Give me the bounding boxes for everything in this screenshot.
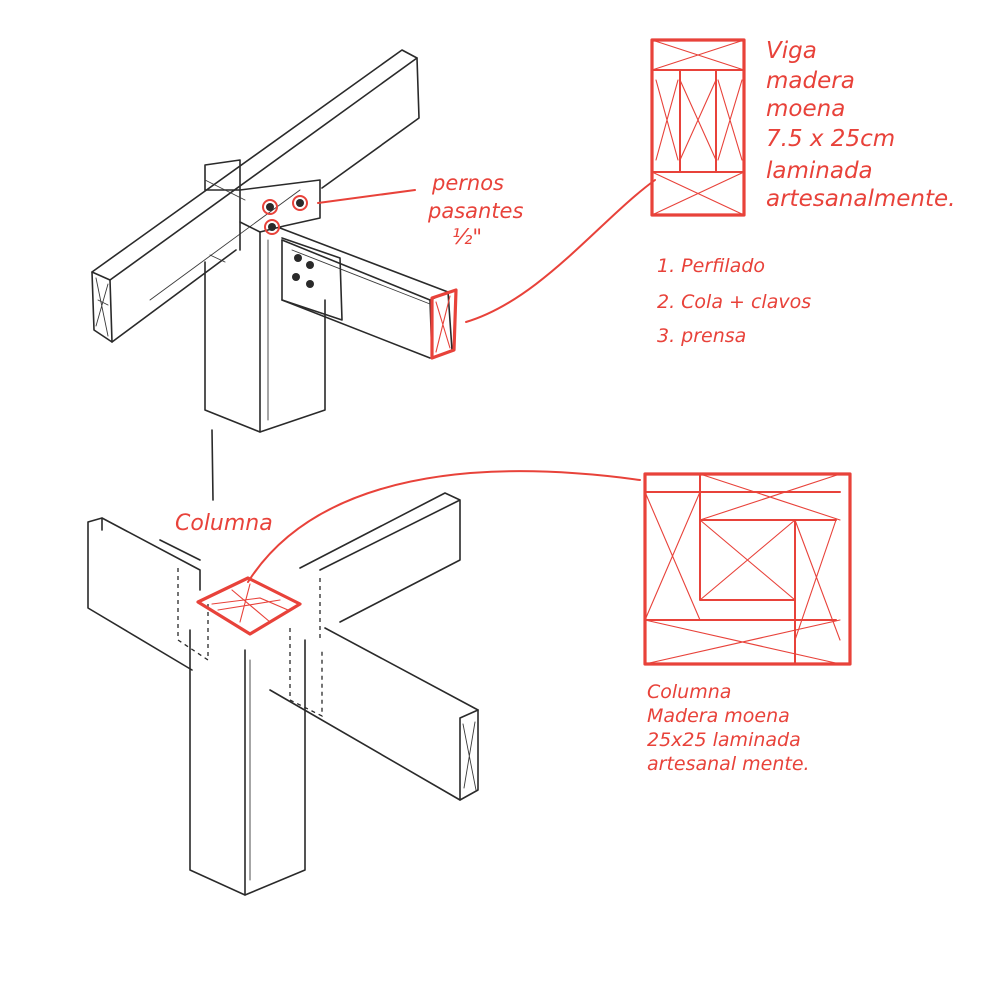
columna-label: Columna <box>175 511 273 536</box>
bottom-joint-drawing <box>87 492 479 896</box>
columna-leader-top <box>247 470 641 583</box>
diagonal-beam <box>91 49 420 343</box>
bolts <box>262 195 314 288</box>
column-section-highlight <box>196 576 302 636</box>
hidden-tenons <box>177 568 323 718</box>
bottom-column <box>189 629 306 896</box>
column-section-diagram <box>643 472 852 666</box>
beam-section-highlight <box>430 288 458 360</box>
beam-leader <box>465 179 656 323</box>
column-link-line <box>211 429 214 501</box>
top-column <box>204 159 326 433</box>
back-beam <box>299 492 461 623</box>
steps-list: 1. Perfilado 2. Cola + clavos 3. prensa <box>657 255 817 347</box>
pernos-label: pernos pasantes ½" <box>427 171 530 249</box>
top-joint-drawing <box>91 49 458 433</box>
left-beam <box>87 517 201 671</box>
front-beam <box>269 627 479 801</box>
viga-note: Viga madera moena 7.5 x 25cm laminada ar… <box>766 38 955 212</box>
columna-note: Columna Madera moena 25x25 laminada arte… <box>647 681 810 775</box>
pernos-leader <box>317 189 416 204</box>
bolted-side-beam <box>279 227 453 359</box>
beam-section-diagram <box>650 38 746 217</box>
